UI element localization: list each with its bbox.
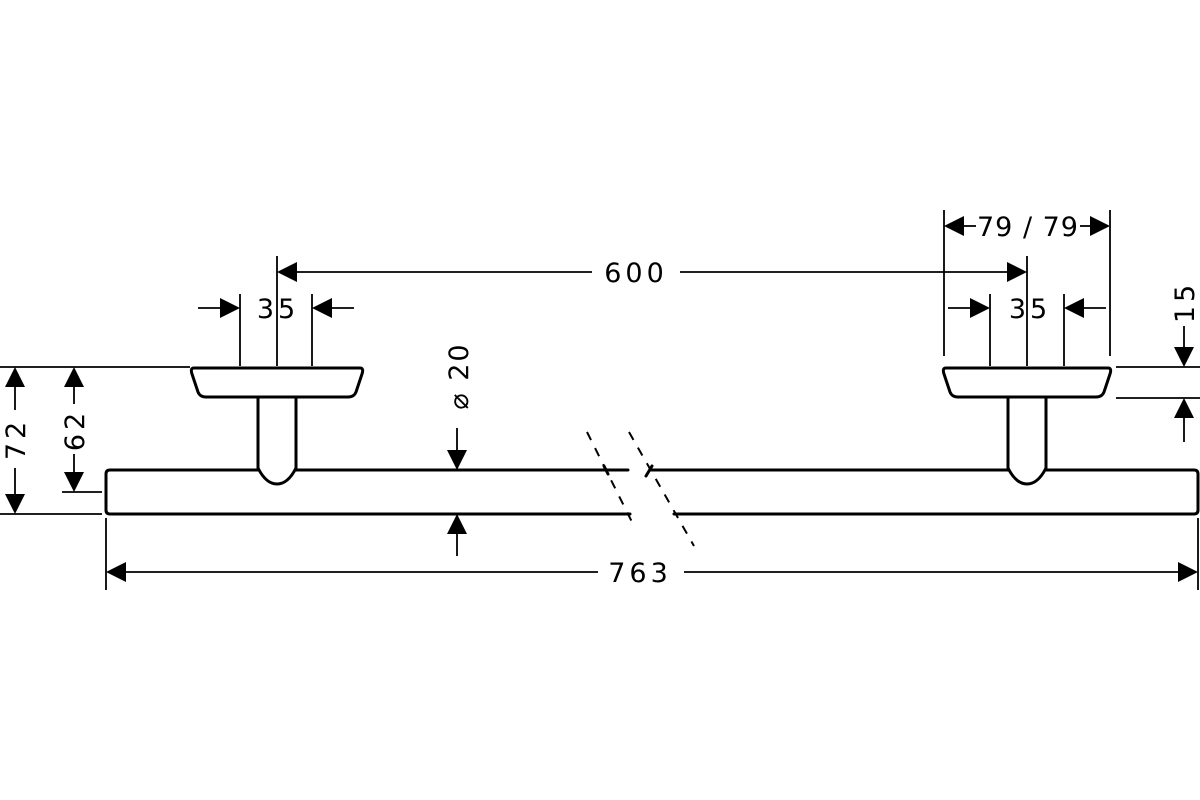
arrowhead [277,262,297,282]
arrowhead [1064,298,1084,318]
arrowhead [312,298,332,318]
dimension-overall-length: 763 [105,518,1199,590]
dimension-center-distance: 600 [276,256,1028,366]
arrowhead [1007,262,1027,282]
arrowhead [64,472,84,492]
rosette-thickness-label: 15 [1170,281,1200,323]
arrowhead [5,494,25,514]
arrowhead [106,562,126,582]
right-bracket-post [1006,396,1048,486]
right-bracket-width-label: 35 [1009,294,1051,325]
arrowhead [5,367,25,387]
overall-length-label: 763 [608,558,672,589]
center-distance-label: 600 [604,258,668,289]
arrowhead [1090,216,1110,236]
rosette-size-label: 79 / 79 [977,212,1079,243]
rail-tube-left [104,468,632,516]
rail-tube-right [648,468,1200,516]
break-dash-left [586,431,633,523]
left-bracket-width-label: 35 [257,294,299,325]
break-line-right [644,464,654,478]
tube-diameter-label: ⌀ 20 [444,342,475,409]
arrowhead [1174,347,1194,367]
left-rosette [189,366,365,399]
dimension-right-bracket-width: 35 [948,294,1106,366]
dimension-left-bracket-width: 35 [198,294,354,366]
arrowhead [944,216,964,236]
height-total-label: 72 [1,418,32,460]
dimension-height-total: 72 [0,366,190,515]
arrowhead [1178,562,1198,582]
arrowhead [447,450,467,470]
right-rosette [941,366,1113,399]
dimension-tube-diameter: ⌀ 20 [444,342,475,556]
left-bracket-post [256,396,298,486]
break-dash-right [628,431,695,547]
towel-rail [104,366,1200,547]
arrowhead [447,514,467,534]
arrowhead [64,367,84,387]
height-axis-label: 62 [60,409,91,451]
arrowhead [970,298,990,318]
dimension-rosette-size: 79 / 79 [943,210,1111,356]
dimension-height-axis: 62 [60,367,102,493]
dimension-rosette-thickness: 15 [1116,281,1200,442]
arrowhead [220,298,240,318]
arrowhead [1174,398,1194,418]
